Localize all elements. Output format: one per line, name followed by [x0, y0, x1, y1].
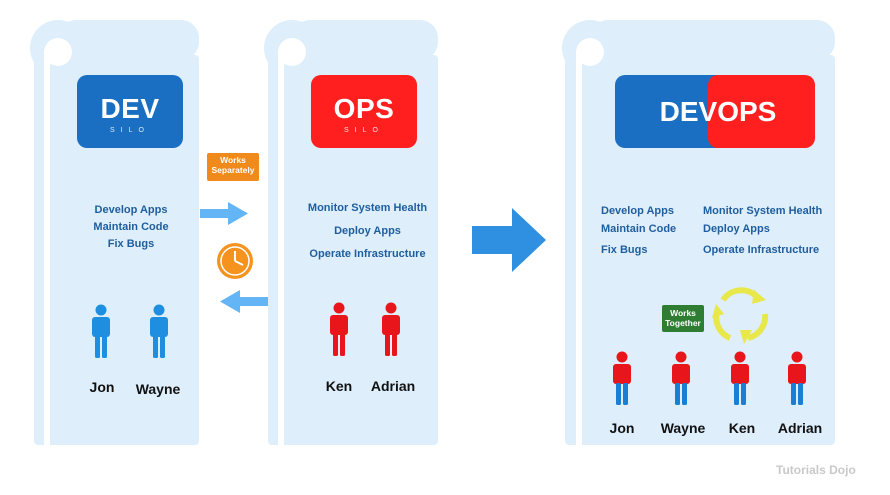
devops-dev-box	[615, 75, 725, 148]
dev-task-1: Develop Apps	[94, 204, 168, 216]
ops-pillar-hole	[278, 38, 306, 66]
dev-task-3: Fix Bugs	[107, 238, 155, 250]
ops-task-3: Operate Infrastructure	[309, 248, 426, 260]
devops-person-name-2: Wayne	[660, 420, 706, 436]
devops-ops-task-2: Deploy Apps	[703, 223, 770, 235]
devops-title-ops: OPS	[717, 96, 777, 127]
devops-ops-task-3: Operate Infrastructure	[703, 244, 820, 256]
tutorials-dojo-logo: Tutorials Dojo	[776, 463, 856, 477]
dev-task-2: Maintain Code	[93, 221, 169, 233]
dev-person-name-1: Jon	[89, 379, 115, 395]
dev-silo-title: DEV	[100, 93, 160, 124]
person-icon-jon	[92, 304, 110, 358]
devops-pillar-hole	[576, 38, 604, 66]
devops-title-dev: DEV	[659, 96, 718, 127]
ops-task-2: Deploy Apps	[334, 225, 401, 237]
dev-pillar-groove	[44, 52, 50, 447]
person-icon-devops-adrian	[788, 351, 806, 405]
person-icon-wayne	[150, 304, 168, 358]
dev-person-name-2: Wayne	[135, 381, 181, 397]
devops-dev-task-1: Develop Apps	[601, 205, 674, 217]
person-icon-devops-wayne	[672, 351, 690, 405]
arrow-left-icon	[220, 290, 268, 313]
ops-silo-box: OPS SILO	[311, 75, 417, 148]
devops-person-name-4: Adrian	[777, 420, 823, 436]
arrow-right-icon	[200, 202, 248, 225]
cycle-arrowheads	[712, 290, 766, 344]
devops-pillar	[562, 20, 835, 445]
devops-person-name-1: Jon	[609, 420, 635, 436]
ops-person-name-1: Ken	[325, 378, 353, 394]
devops-ops-box	[708, 75, 815, 148]
devops-dev-tasks: Develop Apps Maintain Code Fix Bugs	[601, 202, 691, 259]
ops-tasks: Monitor System Health Deploy Apps Operat…	[300, 197, 435, 266]
devops-dev-task-3: Fix Bugs	[601, 244, 648, 256]
dev-silo-box: DEV SILO	[77, 75, 183, 148]
person-icon-devops-ken	[731, 351, 749, 405]
person-icon-devops-jon	[613, 351, 631, 405]
works-together-tag: Works Together	[662, 305, 704, 332]
clock-icon	[217, 243, 253, 279]
devops-ops-tasks: Monitor System Health Deploy Apps Operat…	[703, 202, 833, 259]
ops-silo-title: OPS	[333, 93, 395, 124]
person-icon-adrian	[382, 302, 400, 356]
devops-ops-task-1: Monitor System Health	[703, 205, 823, 217]
devops-title: DEVOPS	[615, 96, 815, 128]
big-arrow-icon	[472, 208, 546, 272]
dev-tasks: Develop Apps Maintain Code Fix Bugs	[86, 202, 176, 253]
ops-task-1: Monitor System Health	[307, 202, 428, 214]
dev-silo-subtitle: SILO	[110, 127, 150, 134]
ops-person-name-2: Adrian	[370, 378, 416, 394]
ops-pillar-groove	[278, 52, 284, 447]
person-icon-ken	[330, 302, 348, 356]
dev-pillar-hole	[44, 38, 72, 66]
devops-dev-task-2: Maintain Code	[601, 223, 677, 235]
devops-pillar-groove	[576, 52, 582, 447]
devops-person-name-3: Ken	[728, 420, 756, 436]
ops-silo-subtitle: SILO	[344, 127, 384, 134]
works-separately-tag: Works Separately	[207, 153, 259, 181]
